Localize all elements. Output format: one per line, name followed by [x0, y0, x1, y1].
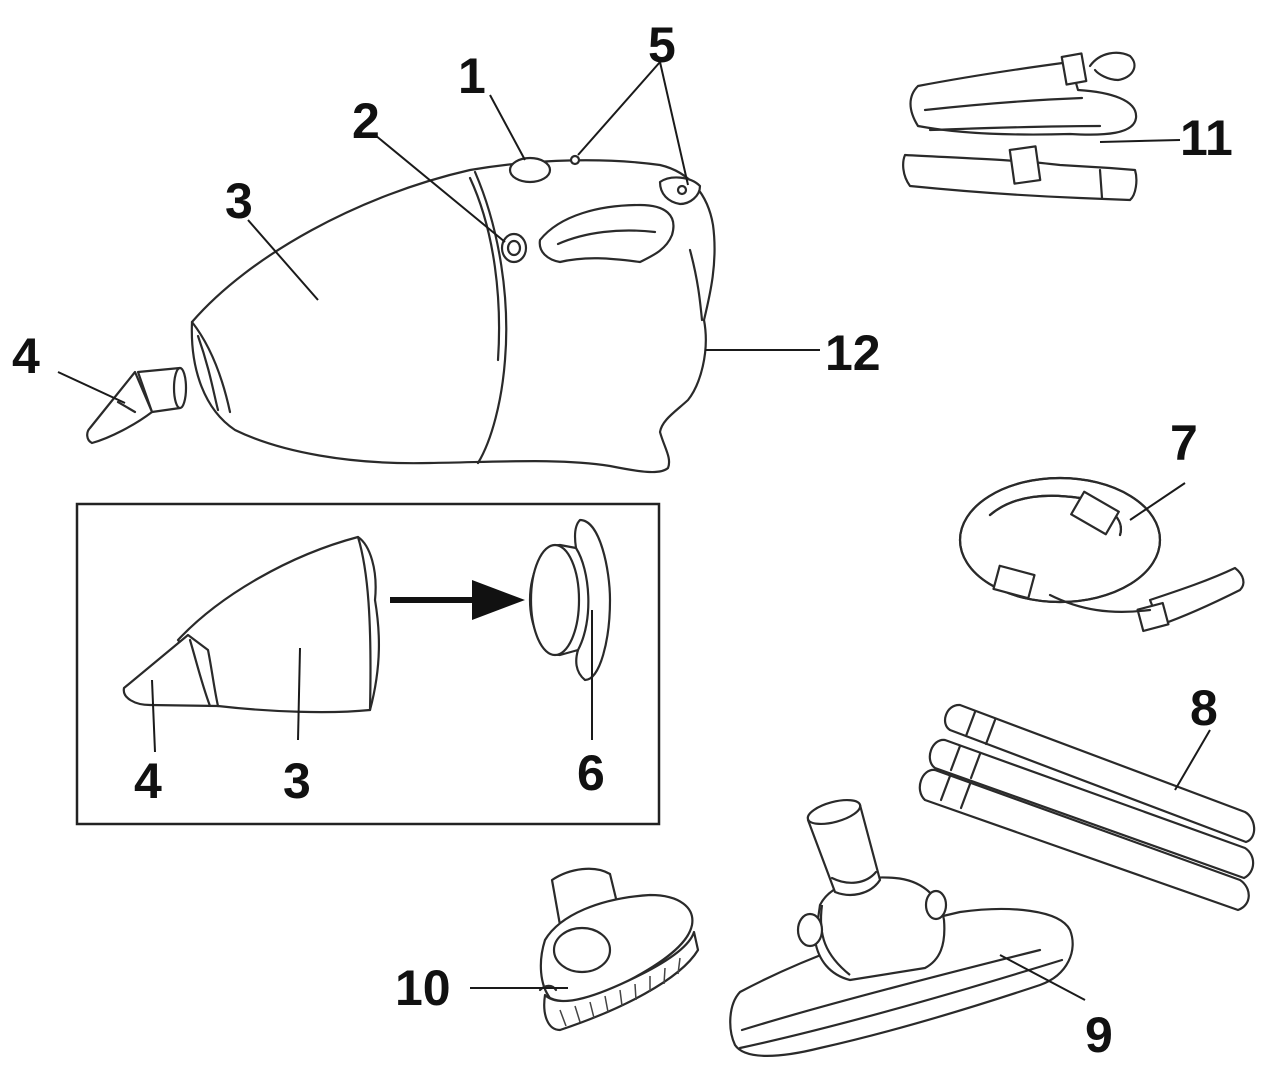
inset-callout-4: 4	[134, 753, 162, 809]
flexible-hose	[958, 476, 1245, 633]
callout-7: 7	[1170, 415, 1198, 471]
callout-4: 4	[12, 328, 40, 384]
inset-arrow	[390, 580, 525, 620]
inset-filter	[528, 518, 612, 682]
callout-10: 10	[395, 960, 451, 1016]
callout-1: 1	[458, 48, 486, 104]
floor-nozzle	[729, 798, 1074, 1057]
callout-2: 2	[352, 93, 380, 149]
inset-crevice-tool	[122, 633, 220, 708]
callout-3: 3	[225, 173, 253, 229]
extension-tubes	[918, 703, 1256, 912]
dusting-brush	[538, 867, 700, 1032]
inset-frame	[75, 502, 661, 826]
crevice-tool	[86, 366, 188, 445]
callout-9: 9	[1085, 1007, 1113, 1063]
callout-12: 12	[825, 325, 881, 381]
callout-5: 5	[648, 17, 676, 73]
shoulder-strap	[902, 51, 1138, 202]
callout-11: 11	[1180, 110, 1233, 166]
inset-callout-6: 6	[577, 745, 605, 801]
callout-8: 8	[1190, 680, 1218, 736]
callout-labels: 1 2 3 4 5 12 11 7 8 9 10 4 3 6	[12, 17, 1233, 1063]
leader-lines	[57, 61, 1211, 1001]
inset-callout-3: 3	[283, 753, 311, 809]
vacuum-body	[190, 154, 716, 474]
